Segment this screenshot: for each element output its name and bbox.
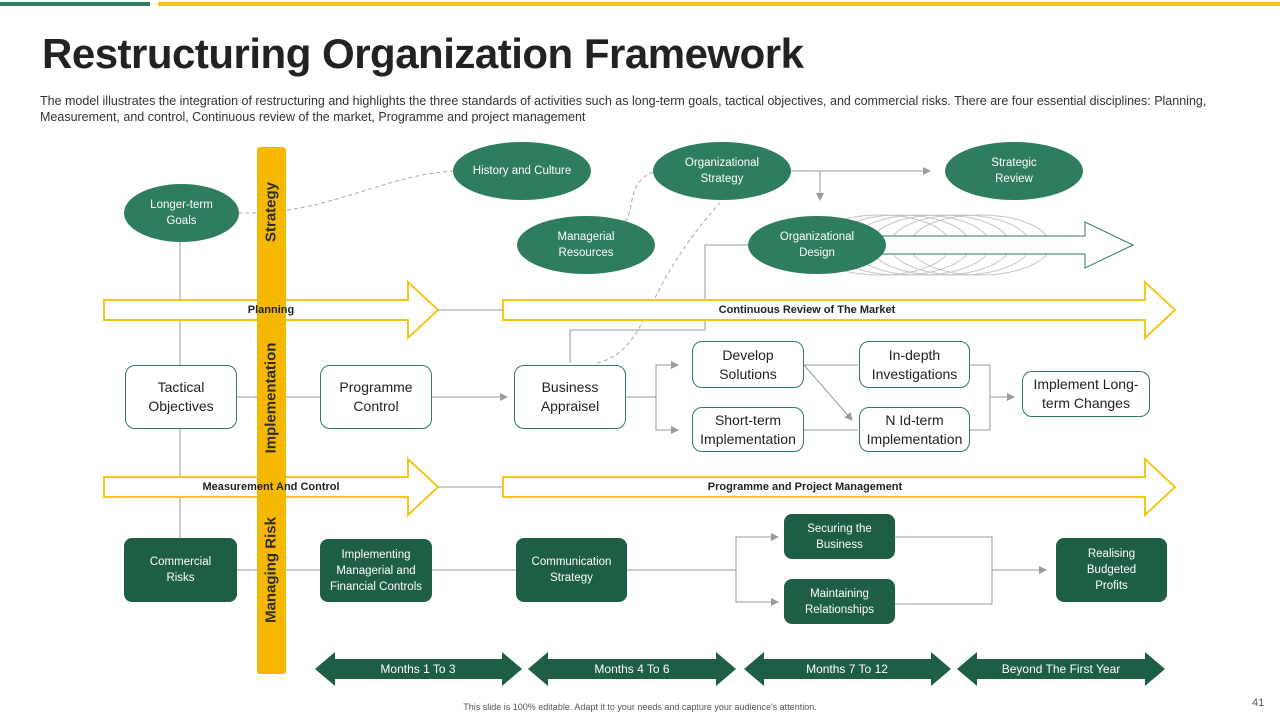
phase-bar bbox=[257, 147, 286, 674]
page-number: 41 bbox=[1252, 697, 1265, 709]
timeline-months-1-3: Months 1 To 3 bbox=[380, 662, 456, 676]
programme-project-label: Programme and Project Management bbox=[707, 481, 903, 493]
realising-profits-box: Realising Budgeted Profits bbox=[1056, 538, 1167, 602]
measurement-control-label: Measurement And Control bbox=[202, 481, 340, 493]
develop-solutions-box: Develop Solutions bbox=[692, 341, 804, 388]
commercial-risks-box: Commercial Risks bbox=[124, 538, 237, 602]
org-strategy-node: Organizational Strategy bbox=[653, 142, 791, 200]
communication-strategy-box: Communication Strategy bbox=[516, 538, 627, 602]
maintaining-relationships-box: Maintaining Relationships bbox=[784, 579, 895, 624]
longer-term-goals-node: Longer-term Goals bbox=[124, 184, 239, 242]
tactical-objectives-box: Tactical Objectives bbox=[125, 365, 237, 429]
implementation-label: Implementation bbox=[262, 342, 280, 454]
programme-control-box: Programme Control bbox=[320, 365, 432, 429]
org-design-node: Organizational Design bbox=[748, 216, 886, 274]
managerial-resources-node: Managerial Resources bbox=[517, 216, 655, 274]
timeline-months-7-12: Months 7 To 12 bbox=[806, 662, 888, 676]
indepth-investigations-box: In-depth Investigations bbox=[859, 341, 970, 388]
continuous-review-label: Continuous Review of The Market bbox=[718, 304, 896, 316]
strategy-label: Strategy bbox=[262, 181, 280, 243]
implementing-controls-box: Implementing Managerial and Financial Co… bbox=[320, 539, 432, 602]
timeline-months-4-6: Months 4 To 6 bbox=[594, 662, 670, 676]
page-title: Restructuring Organization Framework bbox=[42, 30, 804, 77]
footer-note: This slide is 100% editable. Adapt it to… bbox=[463, 702, 817, 712]
top-accent-green bbox=[0, 2, 150, 6]
page-description: The model illustrates the integration of… bbox=[40, 94, 1207, 124]
top-accent-yellow bbox=[158, 2, 1280, 6]
short-term-implementation-box: Short-term Implementation bbox=[692, 407, 804, 452]
strategic-review-node: Strategic Review bbox=[945, 142, 1083, 200]
timeline-beyond-first-year: Beyond The First Year bbox=[1001, 662, 1121, 676]
managing-risk-label: Managing Risk bbox=[262, 517, 280, 623]
business-appraisel-box: Business Appraisel bbox=[514, 365, 626, 429]
securing-business-box: Securing the Business bbox=[784, 514, 895, 559]
implement-long-term-changes-box: Implement Long- term Changes bbox=[1022, 371, 1150, 417]
nid-term-implementation-box: N Id-term Implementation bbox=[859, 407, 970, 452]
planning-label: Planning bbox=[247, 304, 295, 316]
history-culture-node: History and Culture bbox=[453, 142, 591, 200]
